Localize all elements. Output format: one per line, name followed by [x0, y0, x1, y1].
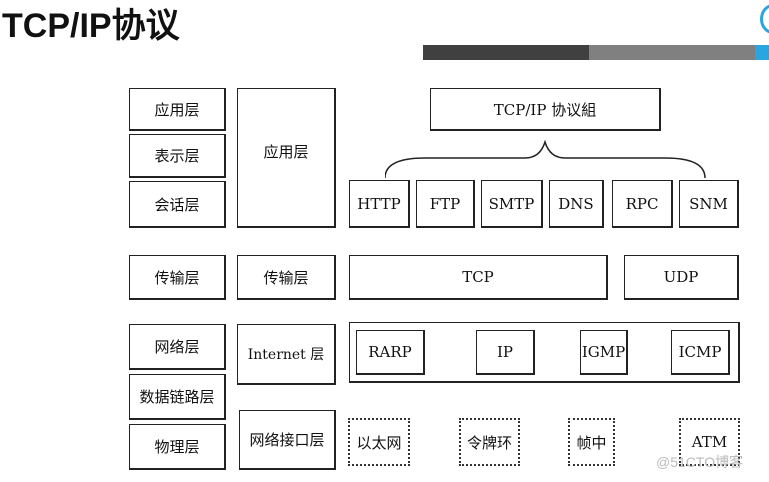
osi-layer: 表示层	[129, 134, 226, 178]
internet-group	[349, 322, 740, 383]
transport-protocol: TCP	[349, 255, 608, 300]
internet-protocol: RARP	[356, 330, 425, 375]
suite-box: TCP/IP 协议組	[430, 88, 661, 131]
logo-arc-icon	[760, 4, 769, 34]
app-protocol: HTTP	[349, 180, 410, 228]
osi-layer: 物理层	[129, 424, 226, 470]
app-protocol: SNM	[679, 180, 739, 228]
tcpip-layer: 传输层	[237, 255, 336, 300]
link-protocol: 帧中	[568, 418, 615, 466]
osi-layer: 应用层	[129, 88, 226, 131]
transport-protocol: UDP	[624, 255, 739, 300]
osi-layer: 传输层	[129, 255, 226, 300]
osi-layer: 数据链路层	[129, 374, 226, 420]
app-protocol: FTP	[416, 180, 475, 228]
app-protocol: SMTP	[481, 180, 543, 228]
title-bar-blue	[755, 45, 769, 60]
internet-protocol: ICMP	[671, 330, 730, 375]
tcpip-layer: 应用层	[237, 88, 336, 228]
link-protocol: 以太网	[348, 418, 410, 466]
page-title: TCP/IP协议	[2, 7, 180, 45]
title-bar-gray	[589, 45, 755, 60]
app-protocol: RPC	[612, 180, 673, 228]
tcpip-layer: Internet 层	[237, 324, 336, 385]
osi-layer: 会话层	[129, 181, 226, 228]
link-protocol: ATM	[679, 418, 740, 466]
link-protocol: 令牌环	[459, 418, 520, 466]
watermark: @51CTO博客	[656, 454, 744, 470]
brace	[385, 140, 706, 179]
app-protocol: DNS	[549, 180, 604, 228]
internet-protocol: IP	[476, 330, 535, 375]
osi-layer: 网络层	[129, 324, 226, 370]
tcpip-layer: 网络接口层	[239, 410, 336, 470]
title-bar-dark	[423, 45, 589, 60]
internet-protocol: IGMP	[580, 330, 628, 375]
